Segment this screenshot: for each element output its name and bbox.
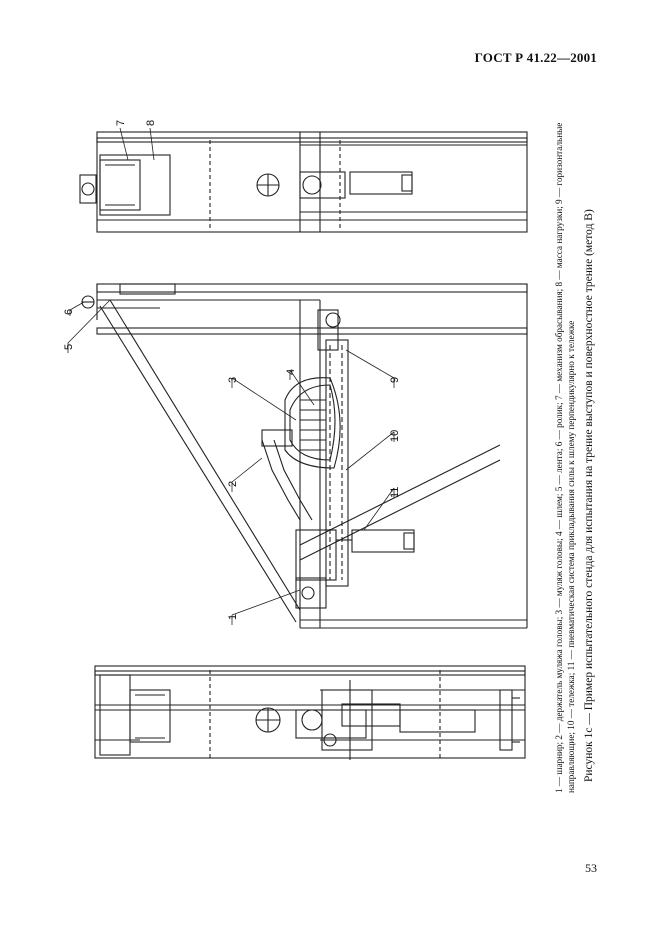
callout-5: 5 — [63, 344, 75, 350]
callout-10: 10 — [389, 430, 401, 442]
callout-leaders — [67, 127, 395, 625]
callout-4: 4 — [285, 369, 297, 375]
standard-header: ГОСТ Р 41.22—2001 — [474, 50, 597, 65]
rig-view-right — [79, 131, 528, 233]
rig-view-left — [94, 665, 526, 760]
page-number: 53 — [585, 861, 597, 875]
figure-caption: Рисунок 1c — Пример испытательного стенд… — [583, 209, 595, 782]
rig-view-center — [81, 283, 528, 629]
figure-legend-line-2: направляющие; 10 — тележка; 11 — пневмат… — [566, 320, 576, 793]
callout-1: 1 — [227, 614, 239, 620]
callout-2: 2 — [227, 481, 239, 487]
callout-9: 9 — [389, 377, 401, 383]
figure-legend-line-1: 1 — шарнир; 2 — держатель муляжа головы;… — [554, 122, 564, 793]
callout-8: 8 — [145, 120, 157, 126]
callout-6: 6 — [63, 309, 75, 315]
callout-7: 7 — [115, 120, 127, 126]
callout-3: 3 — [227, 377, 239, 383]
callout-11: 11 — [389, 487, 401, 498]
